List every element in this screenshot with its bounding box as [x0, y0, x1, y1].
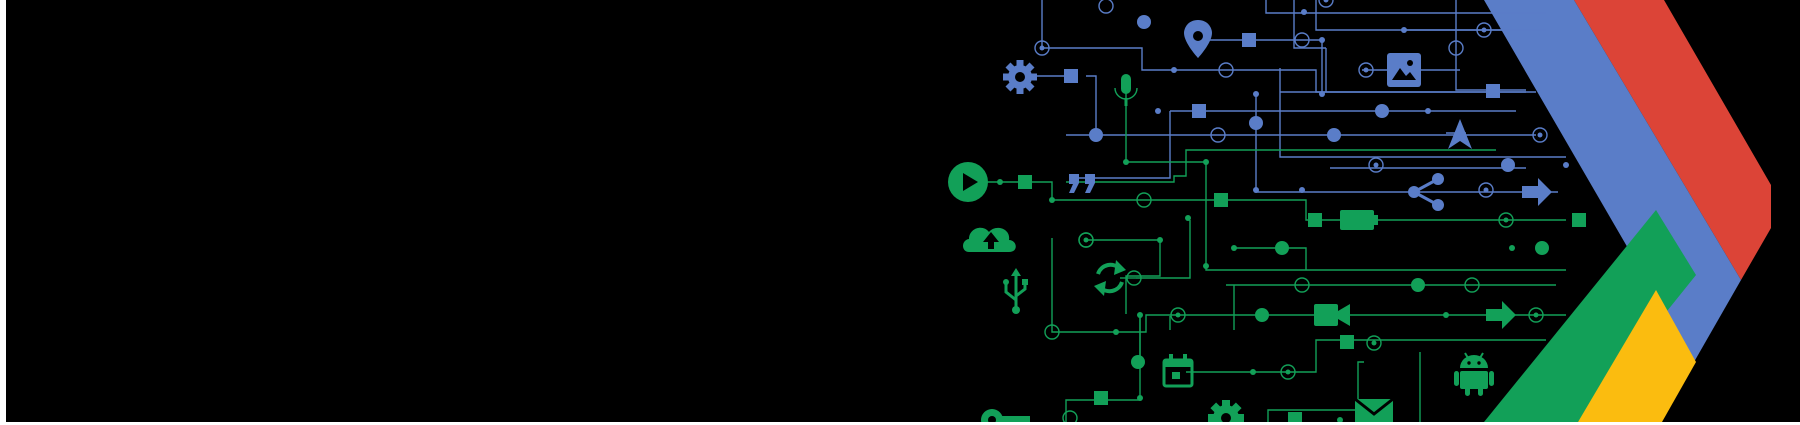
hero-banner	[6, 0, 1800, 422]
green-circuit-nodes	[997, 159, 1586, 422]
chevron-yellow-band	[1578, 290, 1696, 422]
image-icon	[1387, 53, 1421, 87]
share-icon	[1408, 173, 1444, 211]
usb-icon	[1003, 268, 1028, 314]
chevron-green-band	[1484, 210, 1696, 422]
location-pin-icon	[1184, 20, 1212, 58]
key-icon	[981, 409, 1030, 422]
gear-icon	[1208, 400, 1244, 422]
android-icon	[1454, 352, 1494, 396]
chevron-logo	[1484, 0, 1771, 422]
microphone-icon	[1114, 74, 1138, 106]
arrow-right-icon	[1522, 178, 1552, 206]
calendar-icon	[1162, 354, 1194, 388]
navigation-arrow-icon	[1448, 119, 1472, 149]
blue-circuit-nodes	[1034, 0, 1569, 198]
circuit-illustration	[948, 0, 1771, 422]
sync-icon	[1094, 260, 1126, 296]
chevron-red-band	[1574, 0, 1771, 280]
play-icon	[948, 162, 988, 202]
cloud-upload-icon	[963, 227, 1016, 252]
gear-icon	[1003, 60, 1037, 94]
quote-icon	[1069, 174, 1095, 193]
battery-icon	[1340, 210, 1378, 230]
mail-icon	[1354, 397, 1394, 422]
arrow-right-icon	[1486, 301, 1516, 329]
videocam-icon	[1314, 304, 1350, 326]
